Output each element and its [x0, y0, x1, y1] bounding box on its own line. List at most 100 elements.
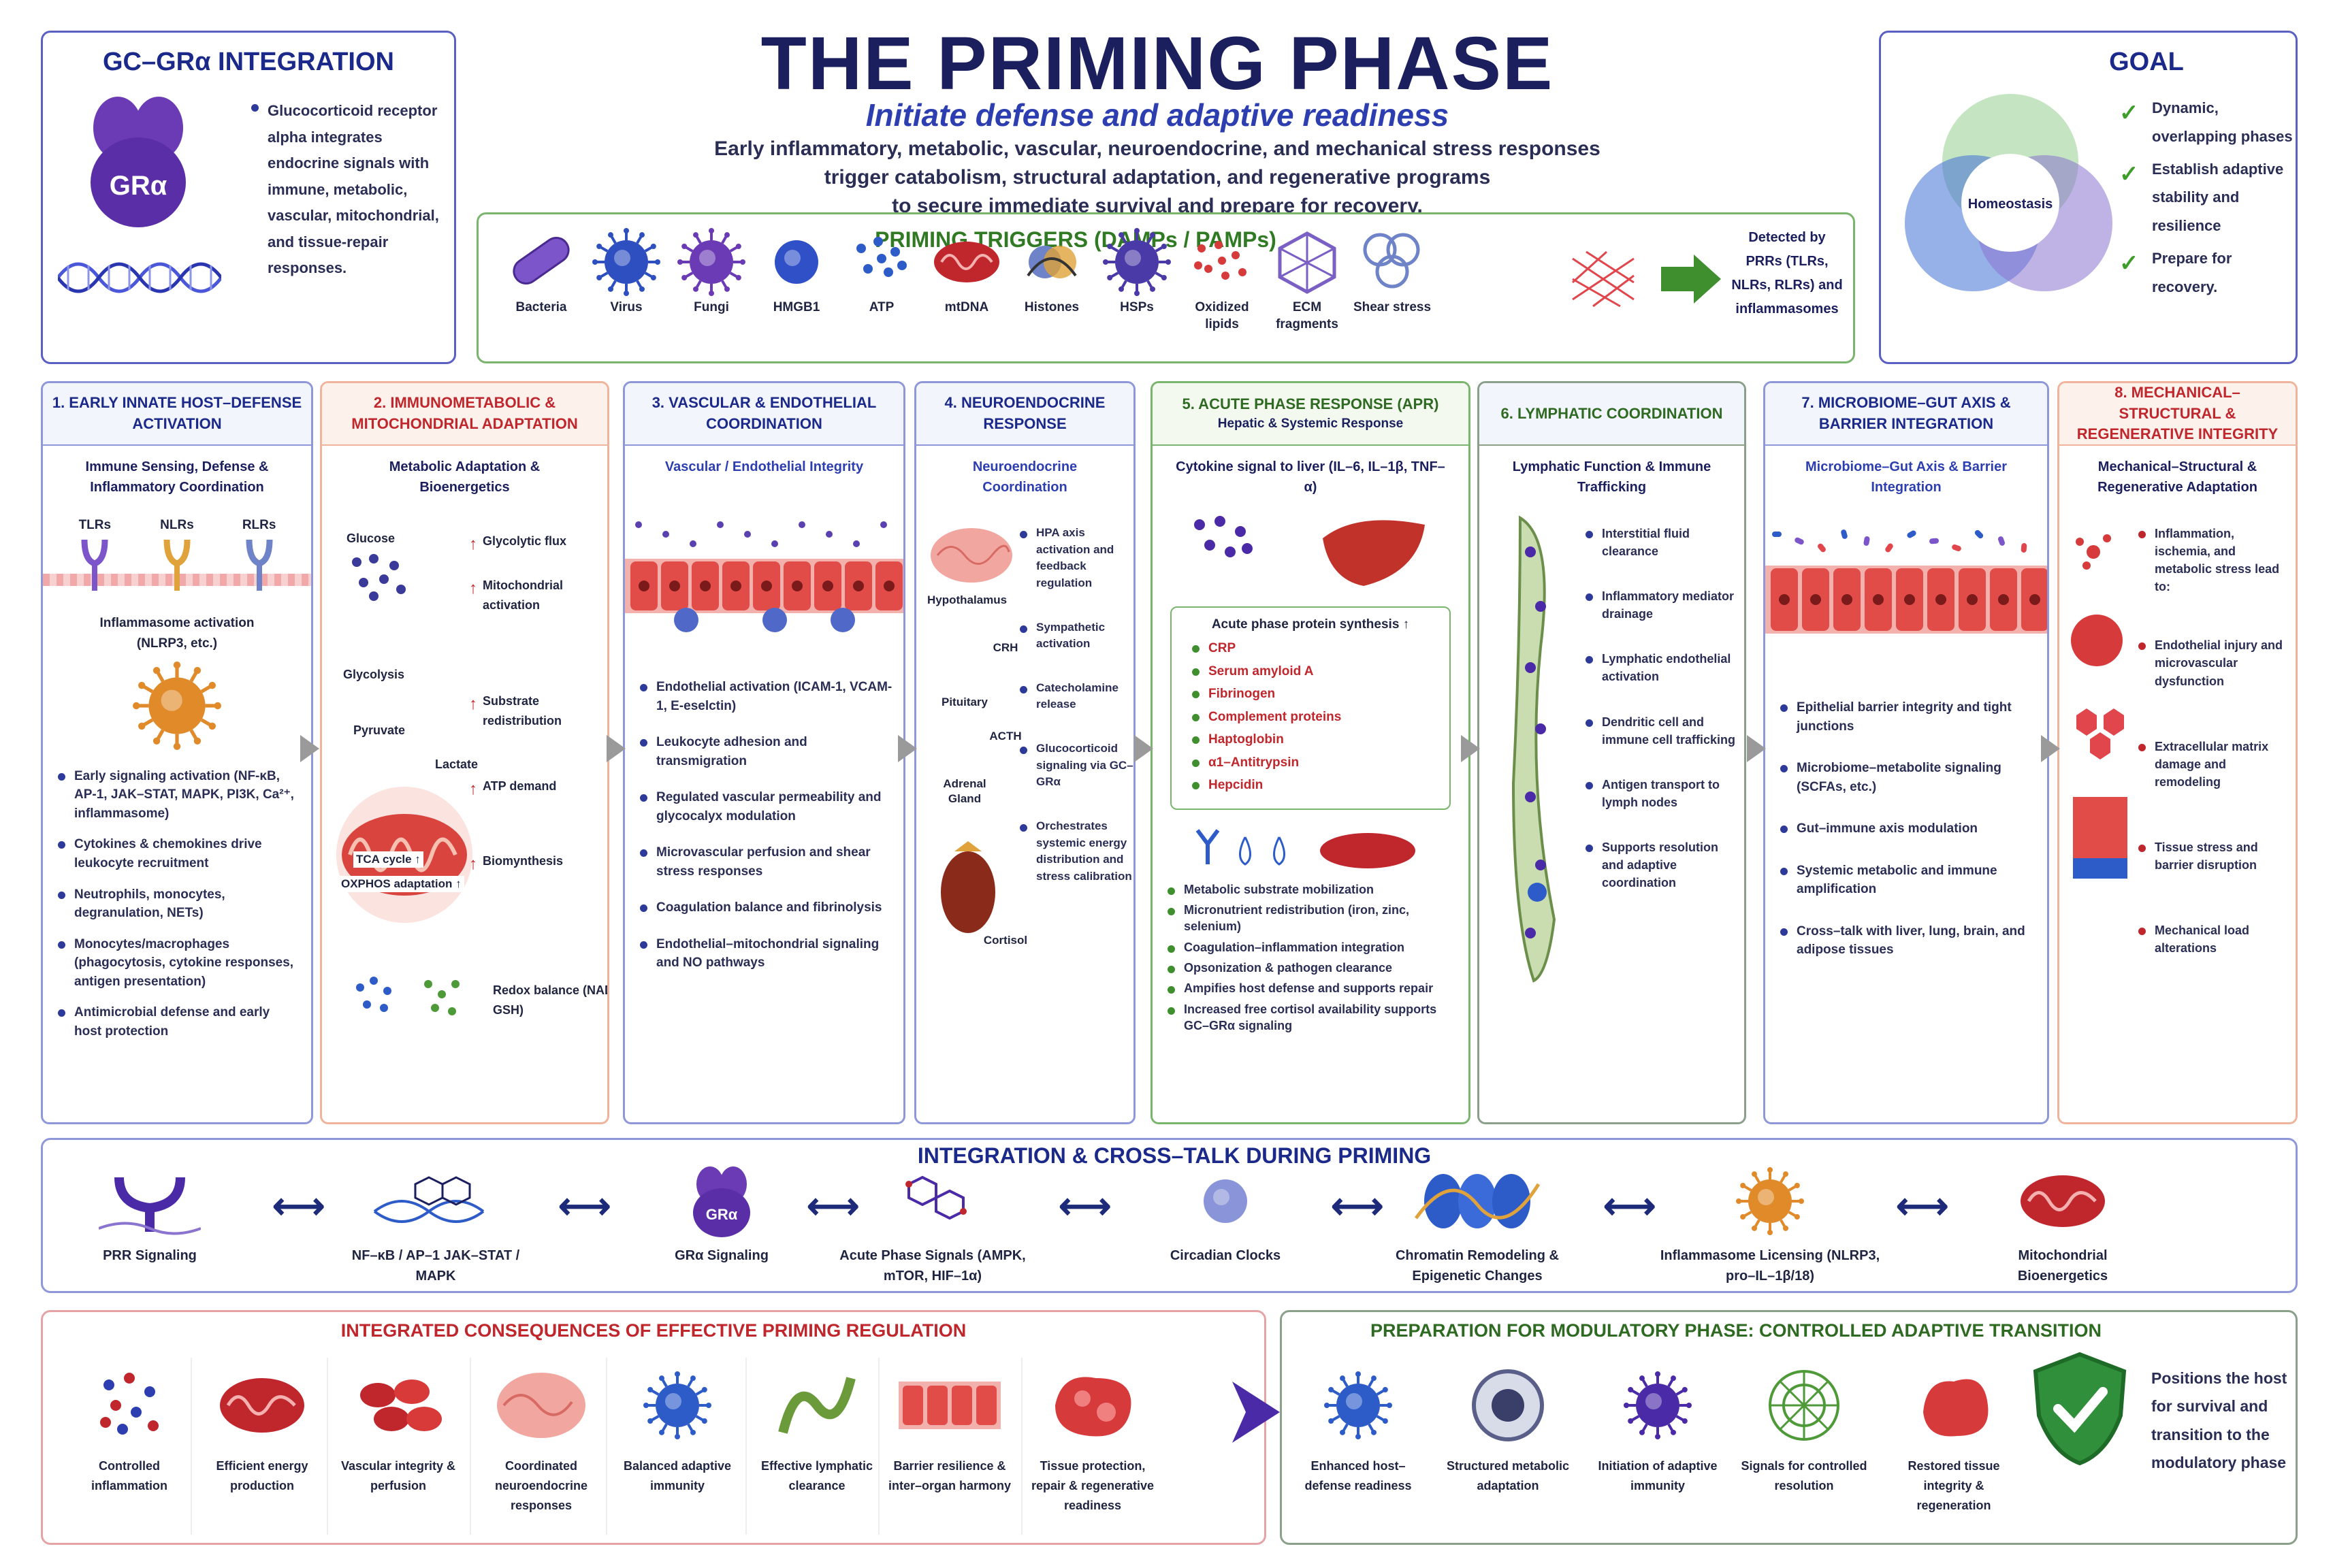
consequence-item: Tissue protection, repair & regenerative… — [1028, 1354, 1157, 1515]
metabolic-item: ↑Mitochondrial activation — [469, 576, 607, 615]
phase-column-5: 5. ACUTE PHASE RESPONSE (APR)Hepatic & S… — [1151, 381, 1470, 1124]
phase-title: 7. MICROBIOME–GUT AXIS & BARRIER INTEGRA… — [1765, 383, 2047, 446]
triggers-title: PRIMING TRIGGERS (DAMPs / PAMPs) — [875, 227, 1276, 252]
integration-box — [41, 1138, 2298, 1293]
phase-title-label: 4. NEUROENDOCRINE RESPONSE — [944, 394, 1106, 432]
gra-icon-label: GRα — [706, 1206, 738, 1223]
protein: Hepcidin — [1188, 776, 1433, 795]
trigger-label: Bacteria — [515, 300, 567, 314]
bullet: Cytokines & chemokines drive leukocyte r… — [54, 835, 300, 872]
phase-column-4: 4. NEUROENDOCRINE RESPONSE Neuroendocrine… — [914, 381, 1136, 1124]
consequence-icon — [334, 1354, 463, 1456]
phase-title-text: 1. EARLY INNATE HOST–DEFENSE ACTIVATION — [50, 393, 304, 435]
metabolic-item-label: Redox balance (NADPH, GSH) — [493, 983, 607, 1017]
up-arrow-icon: ↑ — [469, 695, 477, 713]
phase-title: 2. IMMUNOMETABOLIC & MITOCHONDRIAL ADAPT… — [322, 383, 607, 446]
bidirectional-arrow-icon: ⟷ — [807, 1186, 860, 1226]
trigger-bacteria: Bacteria — [497, 225, 585, 316]
phase-title-label: 2. IMMUNOMETABOLIC & MITOCHONDRIAL ADAPT… — [351, 394, 578, 432]
prep-label: Enhanced host–defense readiness — [1304, 1459, 1412, 1492]
consequence-item: Balanced adaptive immunity — [613, 1354, 742, 1496]
phase-title-text: 6. LYMPHATIC COORDINATION — [1501, 404, 1723, 425]
bullet: Orchestrates systemic energy distributio… — [1016, 818, 1133, 885]
trigger-label: mtDNA — [944, 300, 989, 314]
bullet: Coagulation–inflammation integration — [1163, 939, 1458, 956]
phase-column-7: 7. MICROBIOME–GUT AXIS & BARRIER INTEGRA… — [1763, 381, 2049, 1124]
hpa-label: Cortisol — [983, 934, 1028, 947]
phase-title: 1. EARLY INNATE HOST–DEFENSE ACTIVATION — [43, 383, 311, 446]
shield-check-icon — [2032, 1351, 2127, 1470]
phase-column-6: 6. LYMPHATIC COORDINATION Lymphatic Funct… — [1477, 381, 1746, 1124]
phase-column-8: 8. MECHANICAL–STRUCTURAL & REGENERATIVE … — [2057, 381, 2298, 1124]
bullet: Endothelial injury and microvascular dys… — [2134, 636, 2291, 689]
oxidized-lipids-icon — [1178, 225, 1266, 299]
gc-gra-text: Glucocorticoid receptor alpha integrates… — [247, 98, 445, 282]
hmgb1-icon — [752, 225, 841, 299]
mtdna-icon — [922, 225, 1011, 299]
prep-label: Structured metabolic adaptation — [1446, 1459, 1570, 1492]
triggers-box — [477, 212, 1855, 363]
consequence-label: Effective lymphatic clearance — [760, 1459, 873, 1492]
bullet: Mechanical load alterations — [2134, 921, 2291, 957]
trigger-oxidized-lipids: Oxidized lipids — [1178, 225, 1266, 333]
phase-title-label: 1. EARLY INNATE HOST–DEFENSE ACTIVATION — [52, 394, 302, 432]
integration-icon: GRα — [660, 1157, 783, 1245]
trigger-label: Histones — [1024, 300, 1080, 314]
trigger-label: ECM fragments — [1276, 300, 1338, 331]
gut-epithelium-icon — [1765, 525, 2047, 644]
consequence-label: Controlled inflammation — [91, 1459, 167, 1492]
divider — [606, 1358, 607, 1535]
prep-icon — [1593, 1354, 1722, 1456]
receptor-icon — [74, 533, 115, 598]
check-icon: ✓ — [2119, 161, 2139, 187]
phase-subtitle: Lymphatic Function & Immune Trafficking — [1512, 459, 1711, 495]
divider — [1021, 1358, 1023, 1535]
phase-column-1: 1. EARLY INNATE HOST–DEFENSE ACTIVATION I… — [41, 381, 313, 1124]
hpa-label: ACTH — [989, 730, 1022, 742]
inflammasome-label: Inflammasome activation (NLRP3, etc.) — [99, 616, 255, 651]
glucose-dots-icon — [347, 552, 415, 610]
atp-icon — [837, 225, 926, 299]
shear-stress-icon — [1348, 225, 1436, 299]
check-icon: ✓ — [2119, 100, 2139, 126]
bullet: HPA axis activation and feedback regulat… — [1016, 525, 1133, 592]
hsps-icon — [1093, 225, 1181, 299]
flow-arrow-icon — [898, 735, 917, 762]
gc-gra-box: GC–GRα INTEGRATION GRα Glucocorticoid re… — [41, 31, 456, 364]
phase-subtitle: Neuroendocrine Coordination — [972, 459, 1078, 495]
prep-item: Structured metabolic adaptation — [1443, 1354, 1573, 1496]
phase-bullets: Early signaling activation (NF-κB, AP-1,… — [54, 767, 300, 1041]
trigger-label: Oxidized lipids — [1195, 300, 1249, 331]
tca-label: TCA cycle ↑ — [353, 851, 423, 868]
trigger-histones: Histones — [1008, 225, 1096, 316]
trigger-arrow-icon — [1661, 252, 1722, 306]
bidirectional-arrow-icon: ⟷ — [1896, 1186, 1949, 1226]
protein: Fibrinogen — [1188, 685, 1433, 704]
consequence-label: Efficient energy production — [216, 1459, 308, 1492]
integration-label: Mitochondrial Bioenergetics — [2017, 1248, 2108, 1284]
hpa-label: Adrenal Gland — [943, 777, 986, 806]
bullet: Cross–talk with liver, lung, brain, and … — [1776, 922, 2036, 960]
tissue-stress-icons — [2066, 518, 2127, 930]
integration-label: NF–κB / AP–1 JAK–STAT / MAPK — [351, 1248, 520, 1284]
brain-icon — [927, 525, 1016, 589]
bullet: Supports resolution and adaptive coordin… — [1581, 838, 1738, 892]
bullet: Tissue stress and barrier disruption — [2134, 838, 2291, 874]
ecm-fragments-icon — [1263, 225, 1351, 299]
receptor-icon — [239, 533, 280, 598]
trigger-virus: Virus — [582, 225, 671, 316]
prep-icon — [1443, 1354, 1573, 1456]
integration-item: PRR Signaling — [61, 1157, 238, 1266]
receptor-icon — [157, 533, 197, 598]
phase-title-label: 6. LYMPHATIC COORDINATION — [1500, 404, 1723, 422]
trigger-label: HMGB1 — [773, 300, 820, 314]
adrenal-kidney-icon — [934, 838, 1002, 943]
trigger-shear-stress: Shear stress — [1348, 225, 1436, 316]
